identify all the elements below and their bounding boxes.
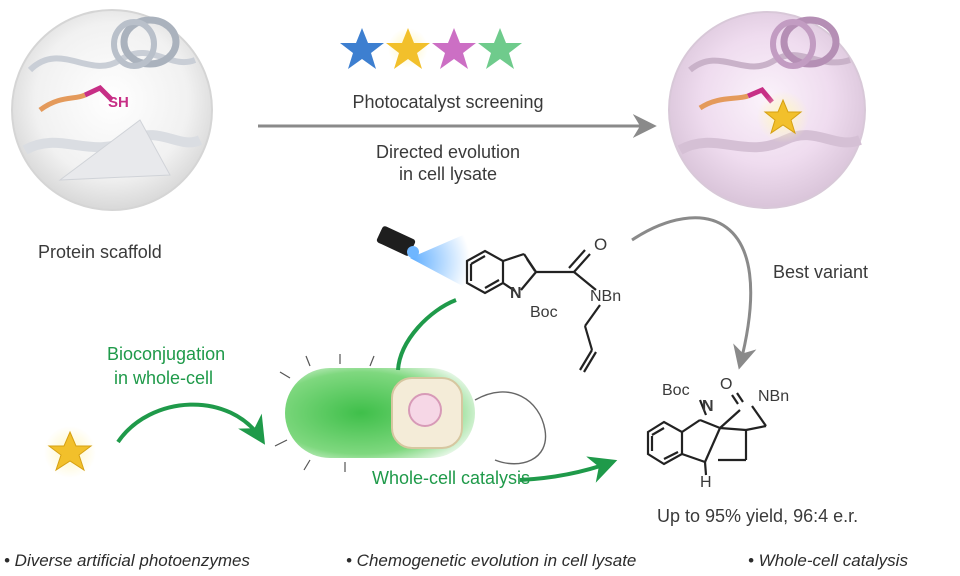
star-icon (763, 98, 803, 135)
yellow-star-icon (386, 28, 430, 69)
best-variant-illustration (668, 11, 866, 209)
feature-item-catalysis: • Whole-cell catalysis (748, 551, 908, 570)
bioconjugation-label: Bioconjugation (107, 344, 226, 364)
directed-evolution-label: Directed evolution (375, 142, 521, 162)
product-o: O (720, 376, 733, 393)
substrate-uptake-arrow (396, 298, 457, 371)
feature-item-evolution: • Chemogenetic evolution in cell lysate (346, 551, 637, 570)
whole-cell-illustration (274, 354, 547, 472)
substrate-boc: Boc (530, 304, 558, 321)
substrate-nbn: NBn (590, 288, 622, 305)
yield-label: Up to 95% yield, 96:4 e.r. (657, 506, 859, 526)
product-h: H (700, 474, 712, 491)
product-nbn: NBn (758, 388, 790, 405)
photocatalyst-star (44, 426, 96, 478)
feature-item-photoenzymes: • Diverse artificial photoenzymes (4, 551, 250, 570)
thiol-label: SH (108, 94, 129, 111)
protein-scaffold-label: Protein scaffold (38, 242, 162, 262)
substrate-indole-n: N (510, 285, 522, 302)
substrate-structure (465, 249, 601, 373)
pink-star-icon (432, 28, 476, 69)
light-source-icon (376, 226, 470, 290)
star-icon (47, 430, 93, 472)
product-boc: Boc (662, 382, 690, 399)
green-star-icon (478, 28, 522, 69)
photocatalyst-stars (340, 28, 522, 69)
bioconjugation-arrow (116, 402, 266, 445)
in-whole-cell-label: in whole-cell (114, 368, 214, 388)
substrate-carbonyl-o: O (594, 235, 608, 254)
product-structure (646, 392, 767, 476)
best-variant-arrow (631, 216, 757, 370)
photocatalyst-screening-label: Photocatalyst screening (352, 92, 544, 112)
feature-list: • Diverse artificial photoenzymes • Chem… (0, 547, 960, 576)
protein-scaffold-illustration (11, 9, 213, 211)
product-n: N (702, 398, 714, 415)
blue-star-icon (340, 28, 384, 69)
best-variant-label: Best variant (773, 262, 869, 282)
catalysis-arrow (519, 456, 618, 483)
whole-cell-catalysis-label: Whole-cell catalysis (372, 468, 531, 488)
cell-lysate-label: in cell lysate (398, 164, 498, 184)
